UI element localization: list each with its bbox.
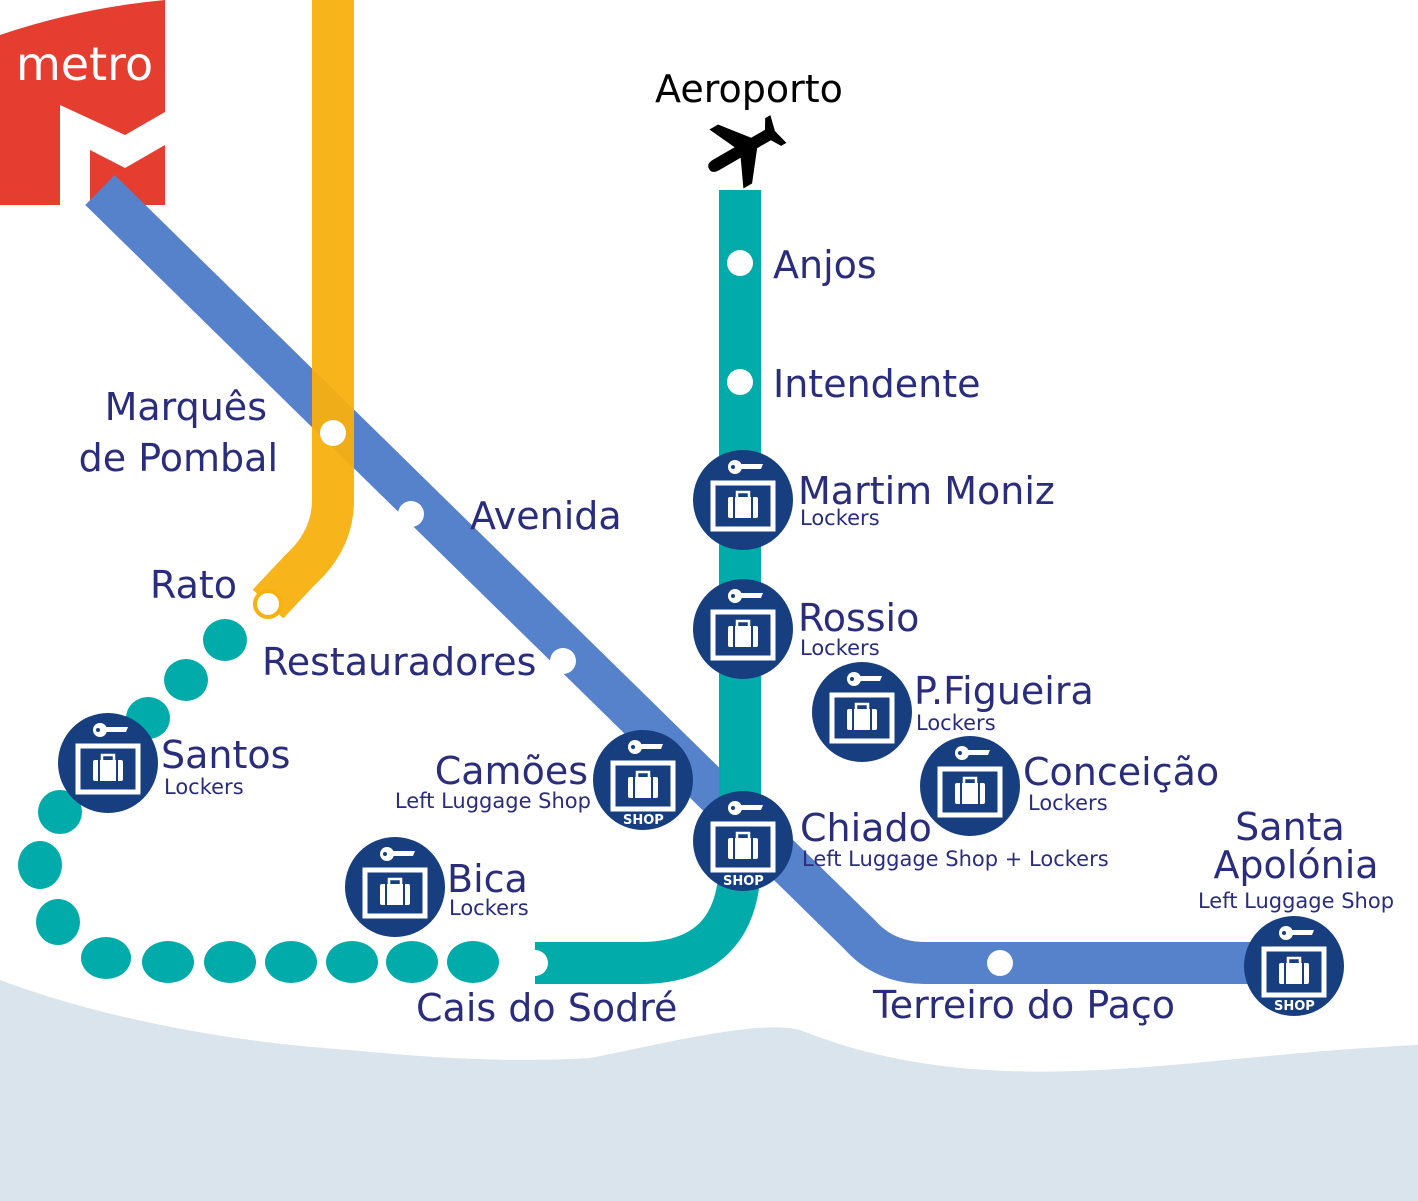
- station-dot-avenida: [398, 501, 424, 527]
- station-label-rossio[interactable]: Rossio: [798, 596, 919, 640]
- station-label-rato[interactable]: Rato: [150, 563, 237, 607]
- service-label-conceicao: Lockers: [1028, 791, 1108, 815]
- station-label-avenida[interactable]: Avenida: [470, 494, 622, 538]
- station-label-marques-line2[interactable]: de Pombal: [79, 436, 278, 480]
- station-label-chiado[interactable]: Chiado: [800, 806, 932, 850]
- station-label-anjos[interactable]: Anjos: [773, 243, 877, 287]
- shop-badge-santa-apolonia: SHOP: [1274, 999, 1315, 1014]
- airplane-icon: [708, 115, 787, 189]
- station-dot-marques: [320, 420, 346, 446]
- station-dot-anjos: [727, 250, 753, 276]
- blue-line: [85, 175, 1290, 984]
- station-label-intendente[interactable]: Intendente: [773, 362, 981, 406]
- yellow-line: [252, 0, 354, 619]
- service-label-bica: Lockers: [449, 896, 529, 920]
- lockers-icon-bica[interactable]: [345, 837, 445, 937]
- service-label-rossio: Lockers: [800, 636, 880, 660]
- station-label-cais-do-sodre[interactable]: Cais do Sodré: [416, 986, 677, 1030]
- station-dot-cais: [522, 950, 548, 976]
- logo-text: metro: [16, 37, 153, 91]
- station-label-santa-line2[interactable]: Apolónia: [1213, 843, 1378, 887]
- service-label-chiado: Left Luggage Shop + Lockers: [802, 847, 1109, 871]
- lockers-icon-rossio[interactable]: [693, 579, 793, 679]
- station-label-pfigueira[interactable]: P.Figueira: [914, 669, 1094, 713]
- station-label-marques-line1[interactable]: Marquês: [105, 385, 267, 429]
- station-label-martim-moniz[interactable]: Martim Moniz: [798, 469, 1055, 513]
- station-label-restauradores[interactable]: Restauradores: [262, 640, 536, 684]
- lockers-icon-pfigueira[interactable]: [812, 662, 912, 762]
- service-label-santa-apolonia: Left Luggage Shop: [1198, 889, 1394, 913]
- station-dot-restauradores: [550, 648, 576, 674]
- station-dot-intendente: [727, 369, 753, 395]
- station-label-terreiro-do-paco[interactable]: Terreiro do Paço: [872, 983, 1175, 1027]
- station-label-camoes[interactable]: Camões: [435, 749, 588, 793]
- lockers-icon-martim-moniz[interactable]: [693, 450, 793, 550]
- river-tagus: [0, 980, 1418, 1201]
- metro-logo: metro: [0, 0, 165, 205]
- station-label-santa-line1[interactable]: Santa: [1235, 805, 1345, 849]
- shop-badge-camoes: SHOP: [623, 813, 664, 828]
- station-label-santos[interactable]: Santos: [161, 733, 290, 777]
- service-label-pfigueira: Lockers: [916, 711, 996, 735]
- station-dot-terreiro: [987, 950, 1013, 976]
- service-label-santos: Lockers: [164, 775, 244, 799]
- service-label-martim-moniz: Lockers: [800, 506, 880, 530]
- lockers-icon-conceicao[interactable]: [920, 736, 1020, 836]
- service-label-camoes: Left Luggage Shop: [395, 789, 591, 813]
- green-line-under-construction: [18, 619, 499, 983]
- lockers-icon-santos[interactable]: [58, 713, 158, 813]
- station-label-conceicao[interactable]: Conceição: [1023, 750, 1219, 794]
- station-label-bica[interactable]: Bica: [447, 857, 528, 901]
- shop-badge-chiado: SHOP: [723, 874, 764, 889]
- airport-label: Aeroporto: [655, 67, 843, 111]
- station-dot-rato: [253, 589, 283, 619]
